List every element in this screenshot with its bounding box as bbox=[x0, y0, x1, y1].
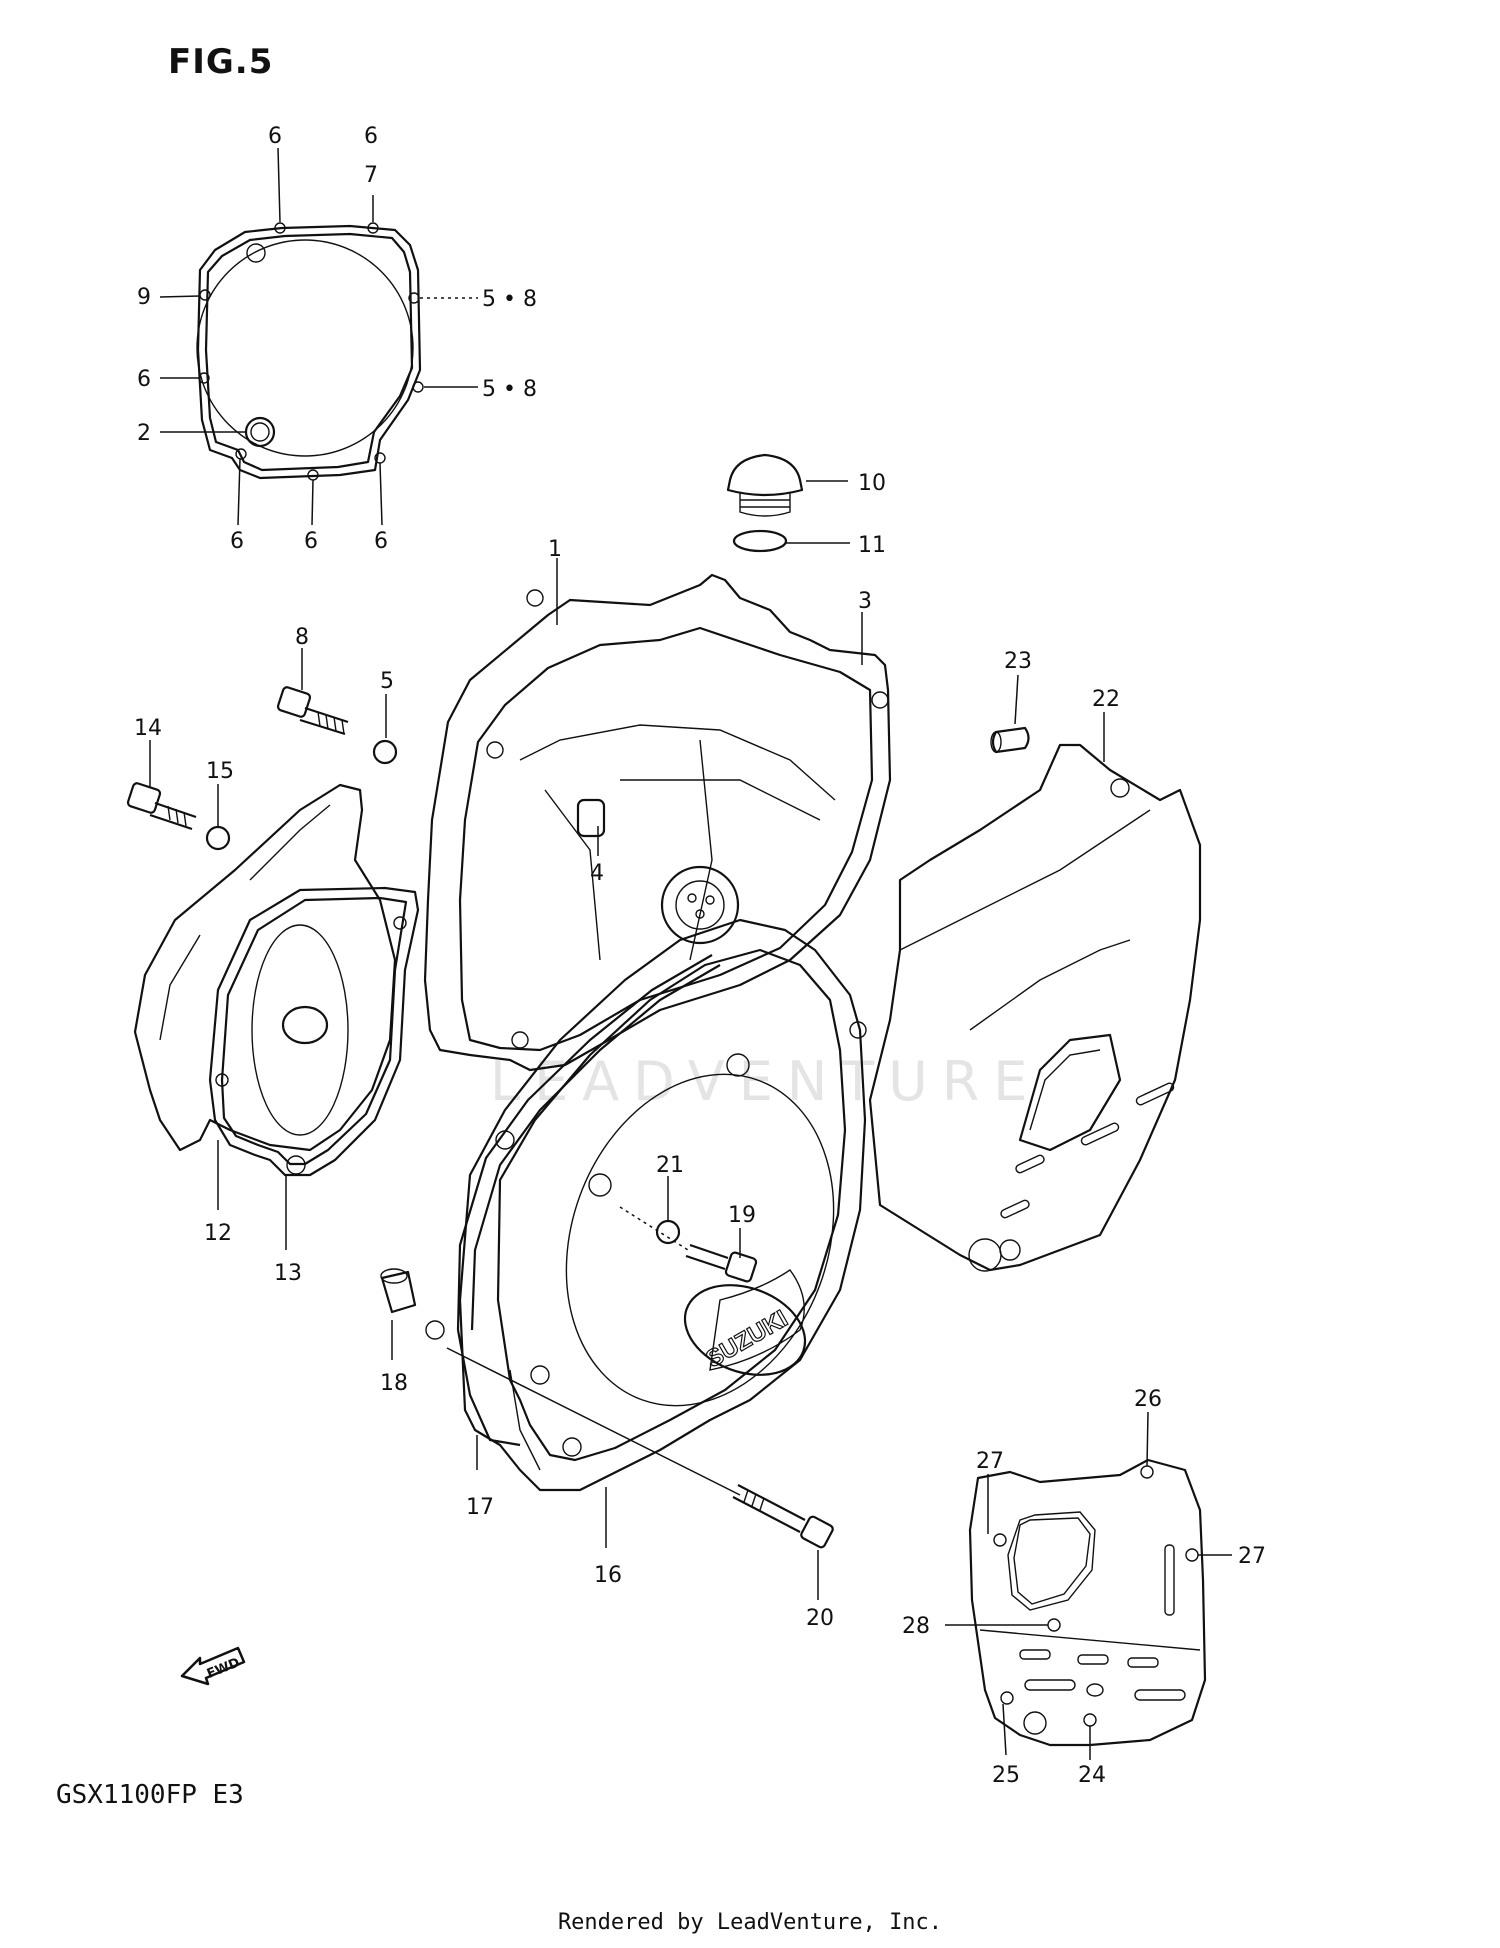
dowel-pin-18 bbox=[380, 1268, 417, 1314]
callout-10: 10 bbox=[858, 471, 886, 496]
callout-4: 4 bbox=[590, 861, 604, 886]
callout-9: 9 bbox=[137, 285, 151, 310]
callout-12: 12 bbox=[204, 1221, 232, 1246]
callout-6: 6 bbox=[304, 529, 318, 554]
model-code: GSX1100FP E3 bbox=[56, 1780, 244, 1810]
starter-cover bbox=[133, 783, 397, 1152]
callout-16: 16 bbox=[594, 1563, 622, 1588]
callout-6: 6 bbox=[230, 529, 244, 554]
bolt-14 bbox=[126, 782, 197, 831]
callout-17: 17 bbox=[466, 1495, 494, 1520]
callout-2: 2 bbox=[137, 421, 151, 446]
suzuki-logo: SUZUKI bbox=[683, 1284, 807, 1376]
callout-27: 27 bbox=[976, 1449, 1004, 1474]
callout-24: 24 bbox=[1078, 1763, 1106, 1788]
callout-6: 6 bbox=[374, 529, 388, 554]
callout-6: 6 bbox=[268, 124, 282, 149]
callout-15: 15 bbox=[206, 759, 234, 784]
callout-27: 27 bbox=[1238, 1544, 1266, 1569]
callout-1: 1 bbox=[548, 537, 562, 562]
callout-23: 23 bbox=[1004, 649, 1032, 674]
callout-5-8: 5 • 8 bbox=[482, 377, 537, 402]
generator-cover bbox=[425, 918, 867, 1492]
washer-15 bbox=[205, 825, 231, 851]
generator-cover-gasket bbox=[456, 954, 721, 1447]
callout-22: 22 bbox=[1092, 687, 1120, 712]
oil-filler-cap bbox=[726, 453, 804, 517]
callout-8: 8 bbox=[295, 625, 309, 650]
callout-3: 3 bbox=[858, 589, 872, 614]
cover-plate bbox=[968, 1458, 1207, 1747]
callout-19: 19 bbox=[728, 1203, 756, 1228]
callout-labels: 6 6 7 9 5 • 8 6 5 • 8 2 6 6 6 10 11 1 3 … bbox=[134, 124, 1266, 1788]
callout-5-8: 5 • 8 bbox=[482, 287, 537, 312]
callout-28: 28 bbox=[902, 1614, 930, 1639]
callout-7: 7 bbox=[364, 163, 378, 188]
bolt-19 bbox=[685, 1243, 758, 1283]
bolt-8 bbox=[276, 686, 349, 736]
o-ring bbox=[732, 529, 788, 553]
callout-26: 26 bbox=[1134, 1387, 1162, 1412]
callout-6: 6 bbox=[137, 367, 151, 392]
bolt-20 bbox=[732, 1484, 834, 1549]
dowel-pin-23 bbox=[990, 726, 1030, 754]
callout-25: 25 bbox=[992, 1763, 1020, 1788]
crankcase-section bbox=[868, 743, 1202, 1272]
callout-11: 11 bbox=[858, 533, 886, 558]
starter-cover-gasket bbox=[208, 886, 420, 1177]
callout-6: 6 bbox=[364, 124, 378, 149]
forward-arrow-icon: FWD bbox=[180, 1646, 246, 1686]
watermark: LEADVENTURE bbox=[490, 1050, 1042, 1113]
callout-20: 20 bbox=[806, 1606, 834, 1631]
figure-title: FIG.5 bbox=[168, 42, 274, 82]
washer-5 bbox=[372, 739, 398, 765]
callout-21: 21 bbox=[656, 1153, 684, 1178]
callout-18: 18 bbox=[380, 1371, 408, 1396]
footer-credit: Rendered by LeadVenture, Inc. bbox=[557, 1910, 943, 1935]
washer-21 bbox=[655, 1219, 681, 1245]
callout-5: 5 bbox=[380, 669, 394, 694]
svg-text:SUZUKI: SUZUKI bbox=[702, 1305, 793, 1373]
callout-14: 14 bbox=[134, 716, 162, 741]
gasket-clutch-cover bbox=[196, 222, 424, 481]
clutch-cover bbox=[423, 573, 892, 1072]
callout-13: 13 bbox=[274, 1261, 302, 1286]
